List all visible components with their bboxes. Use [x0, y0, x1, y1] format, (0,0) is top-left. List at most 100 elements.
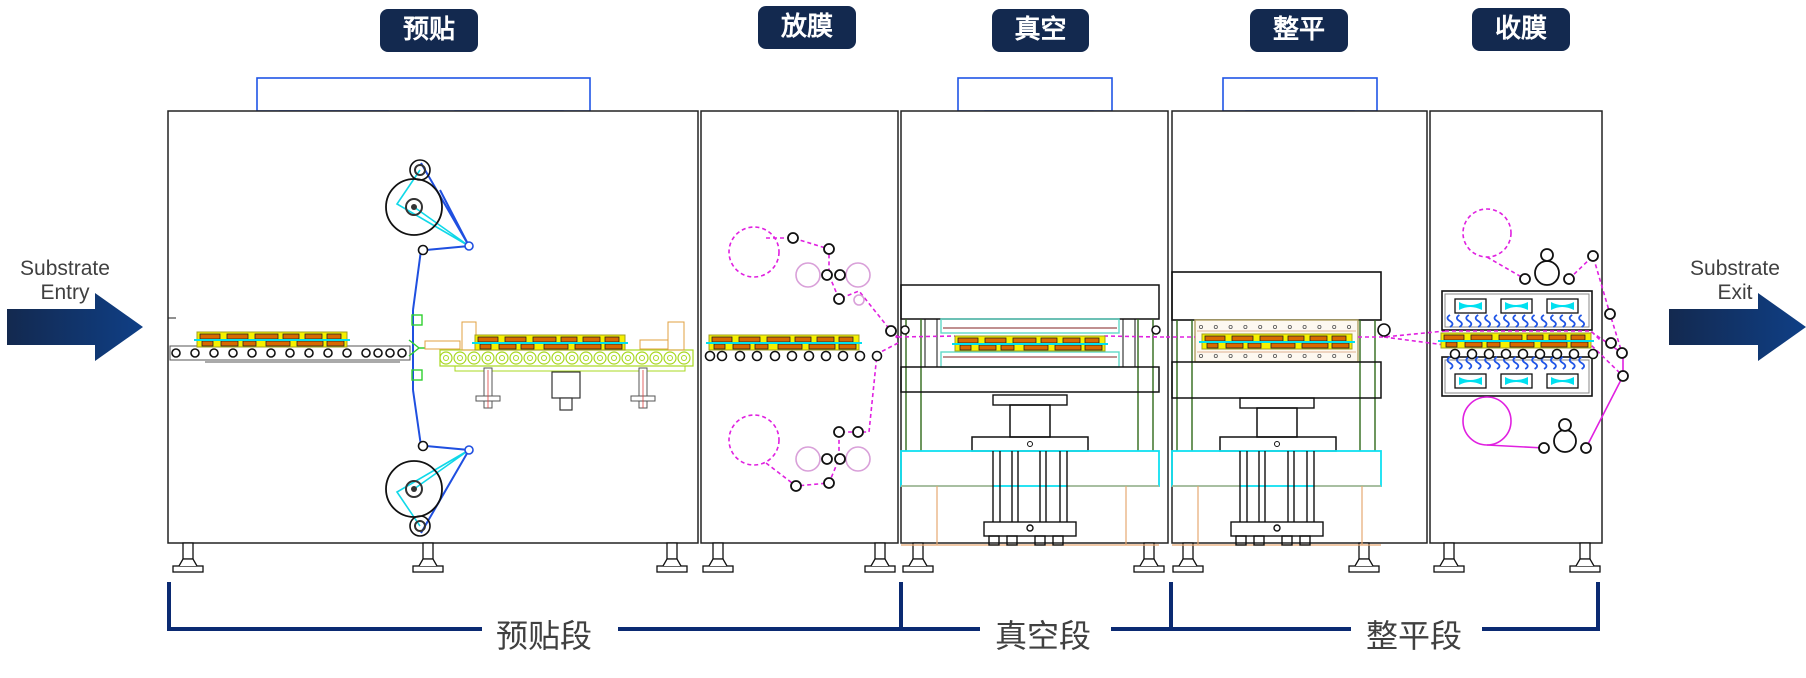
chip — [304, 333, 323, 340]
hole — [1199, 324, 1204, 329]
chip — [326, 333, 342, 340]
chip — [199, 333, 221, 340]
chip — [1247, 342, 1262, 349]
film-rewind-roll-upper — [1462, 208, 1512, 258]
chip — [959, 344, 972, 351]
cooling-fans — [1454, 298, 1579, 389]
chip — [1470, 334, 1493, 341]
substrates — [194, 331, 1594, 352]
foot-stem — [874, 542, 886, 560]
leveling-feet — [172, 542, 1601, 573]
airflow-wave — [1474, 314, 1482, 328]
roller — [1587, 348, 1599, 360]
hole — [1228, 324, 1233, 329]
foot-base — [702, 565, 734, 573]
roller — [467, 351, 481, 365]
station-badge-pre-lamination: 预贴 — [380, 9, 478, 52]
hole — [1213, 324, 1218, 329]
roller — [495, 351, 509, 365]
substrate-entry-line1: Substrate — [20, 257, 110, 280]
chip — [520, 343, 535, 350]
hole — [1273, 324, 1278, 329]
hole — [1347, 353, 1352, 358]
roller — [871, 350, 883, 362]
foot-base — [1133, 565, 1165, 573]
exit-arrow-icon — [1669, 293, 1806, 361]
roller — [551, 351, 565, 365]
roller — [820, 350, 832, 362]
foot-pad — [908, 558, 928, 567]
support-cylinder-foot — [559, 397, 573, 411]
roller — [677, 351, 691, 365]
airflow-wave — [1446, 314, 1454, 328]
airflow-wave — [1559, 356, 1567, 370]
roller-hub — [639, 355, 645, 361]
chip — [242, 340, 257, 347]
roller-hub — [681, 355, 687, 361]
roller — [837, 350, 849, 362]
airflow-wave — [1465, 356, 1473, 370]
airflow-wave — [1512, 314, 1520, 328]
roller — [439, 351, 453, 365]
film-rewind-roll-lower — [1462, 396, 1512, 446]
pre-lamination-internals — [168, 159, 694, 537]
roller — [1568, 348, 1580, 360]
roller — [803, 350, 815, 362]
foot-stem — [182, 542, 194, 560]
chip — [226, 333, 249, 340]
rewind-conveyor-rollers — [1449, 348, 1599, 360]
station-badge-leveling: 整平 — [1250, 9, 1348, 52]
substrate-exit-line2: Exit — [1717, 281, 1753, 304]
foot-stem — [666, 542, 678, 560]
airflow-wave — [1456, 356, 1463, 370]
chip — [282, 333, 300, 340]
roller — [1483, 348, 1495, 360]
leveling-plate-holes — [1199, 324, 1352, 358]
chip — [1054, 344, 1082, 351]
chip — [498, 343, 517, 350]
fan-icon — [1459, 302, 1482, 310]
film-roll-lower-unwind — [728, 414, 780, 466]
chip — [1498, 334, 1523, 341]
chip — [1270, 342, 1296, 349]
chip — [1000, 344, 1015, 351]
airflow-wave — [1521, 314, 1529, 328]
foot-stem — [712, 542, 724, 560]
chip — [1309, 335, 1328, 342]
foot-pad — [1139, 558, 1159, 567]
foot-pad — [418, 558, 438, 567]
cooling-airflow — [1446, 314, 1585, 370]
chip — [326, 340, 345, 347]
chip — [1509, 341, 1535, 348]
chip — [254, 333, 279, 340]
chip — [1526, 334, 1544, 341]
chip — [296, 340, 324, 347]
roller — [523, 351, 537, 365]
foot-base — [1172, 565, 1204, 573]
roller — [1551, 348, 1563, 360]
airflow-wave — [1531, 314, 1538, 328]
chip — [794, 336, 812, 343]
roller-hub — [485, 355, 491, 361]
chip — [1084, 344, 1103, 351]
hole — [1332, 324, 1337, 329]
roller — [1500, 348, 1512, 360]
roller — [649, 351, 663, 365]
foot-stem — [422, 542, 434, 560]
substrate-entry-label: Substrate Entry — [0, 257, 130, 305]
hole — [1258, 353, 1263, 358]
roller — [171, 348, 181, 358]
foot-pad — [870, 558, 890, 567]
substrate-exit-line1: Substrate — [1690, 257, 1780, 280]
roller — [481, 351, 495, 365]
roller — [734, 350, 746, 362]
chip — [1331, 335, 1347, 342]
frame-film-unwind — [700, 110, 899, 544]
airflow-wave — [1578, 314, 1585, 328]
chip — [777, 343, 803, 350]
roller — [266, 348, 276, 358]
roller — [453, 351, 467, 365]
airflow-wave — [1493, 356, 1501, 370]
foot-base — [864, 565, 896, 573]
chip — [532, 336, 557, 343]
